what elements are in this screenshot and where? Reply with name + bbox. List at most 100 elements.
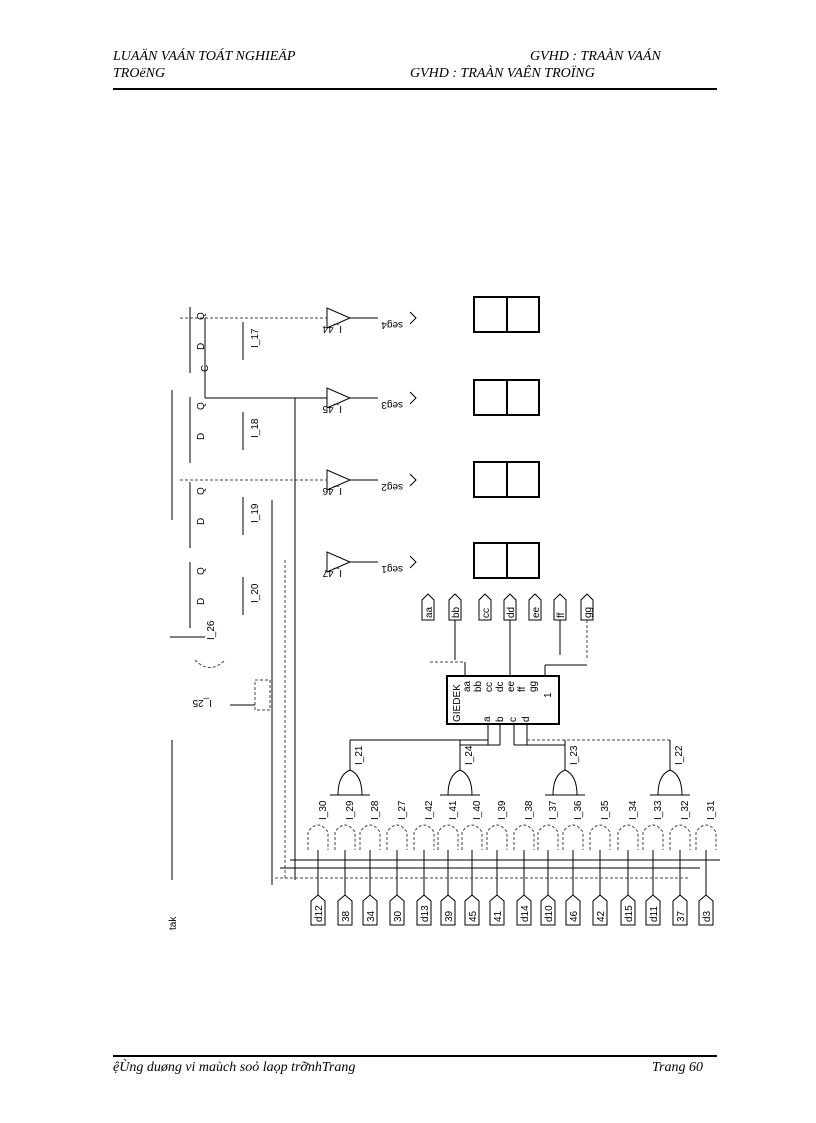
- buffer-label: I_44: [322, 323, 342, 334]
- decoder-port: [503, 593, 517, 621]
- ff-pin-d: D: [196, 343, 207, 350]
- or-gate: [552, 769, 578, 796]
- buffer-gate: [326, 551, 352, 573]
- decoder-input-pin: d: [521, 716, 532, 722]
- buffer-label: I_45: [322, 403, 342, 414]
- or-gate-label: I_22: [674, 745, 685, 765]
- input-label: 42: [596, 910, 607, 922]
- ff-pin-q: Q: [196, 402, 207, 410]
- decoder-port-label: gg: [583, 607, 594, 618]
- and-gate: [589, 824, 611, 850]
- input-port: [672, 894, 688, 926]
- input-label: d12: [314, 905, 325, 922]
- input-port: [645, 894, 661, 926]
- or-gate-label: I_21: [354, 745, 365, 765]
- decoder-name: GIEDEK: [452, 684, 463, 722]
- or-gate: [657, 769, 683, 796]
- decoder-port-label: bb: [451, 606, 462, 618]
- and-gate-label: I_37: [548, 800, 559, 820]
- and-gate: [537, 824, 559, 850]
- input-port: [389, 894, 405, 926]
- or-gate: [337, 769, 363, 796]
- output-port: [409, 311, 417, 325]
- and-gate: [413, 824, 435, 850]
- output-port: [409, 555, 417, 569]
- and-gate: [307, 824, 329, 850]
- input-label: 34: [366, 910, 377, 922]
- output-port: [409, 391, 417, 405]
- gate-box: [254, 679, 271, 711]
- input-port: [565, 894, 581, 926]
- input-label: d3: [702, 910, 713, 922]
- decoder-port-label: aa: [424, 606, 435, 618]
- and-gate: [513, 824, 535, 850]
- input-port: [540, 894, 556, 926]
- decoder-port: [448, 593, 462, 621]
- input-port: [362, 894, 378, 926]
- seg-output-label: seg2: [381, 481, 403, 492]
- buffer-label: I_47: [322, 567, 342, 578]
- decoder-input-pin: b: [495, 716, 506, 722]
- seg-output-label: seg4: [381, 319, 403, 330]
- decoder-input-pin: a: [482, 716, 493, 722]
- input-label: d11: [649, 906, 660, 922]
- or-gate: [447, 769, 473, 796]
- and-gate-label: I_36: [573, 800, 584, 820]
- decoder-input-pin: c: [508, 717, 519, 722]
- input-label: 30: [393, 910, 404, 922]
- decoder-output-pin: ee: [506, 680, 517, 692]
- ff-pin-q: Q: [196, 567, 207, 575]
- input-label: 41: [493, 910, 504, 922]
- input-label: 39: [444, 910, 455, 922]
- and-gate-label: I_31: [706, 800, 717, 820]
- and-gate-label: I_35: [600, 800, 611, 820]
- flipflop-label: I_20: [250, 583, 261, 603]
- flipflop-label: I_18: [250, 418, 261, 438]
- header-rule: [113, 88, 717, 90]
- footer-rule: [113, 1055, 717, 1057]
- and-gate: [669, 824, 691, 850]
- gate-label: I_26: [206, 620, 217, 640]
- gate-label: I_25: [192, 697, 212, 708]
- and-gate: [461, 824, 483, 850]
- decoder-port: [553, 593, 567, 621]
- input-label: d10: [544, 905, 555, 922]
- decoder-block: [446, 675, 560, 725]
- and-gate: [695, 824, 717, 850]
- input-port: [620, 894, 636, 926]
- and-gate-label: I_32: [680, 800, 691, 820]
- ff-pin-q: Q: [196, 312, 207, 320]
- decoder-output-pin: ff: [517, 686, 528, 692]
- input-label: d15: [624, 905, 635, 922]
- input-port: [489, 894, 505, 926]
- flipflop-label: I_19: [250, 503, 261, 523]
- decoder-port-label: ff: [556, 612, 567, 618]
- decoder-output-pin: gg: [528, 681, 539, 692]
- ff-pin-d: D: [196, 598, 207, 605]
- and-gate: [437, 824, 459, 850]
- decoder-pin-1: 1: [543, 692, 554, 698]
- input-port: [516, 894, 532, 926]
- input-label: d14: [520, 905, 531, 922]
- and-gate: [334, 824, 356, 850]
- and-gate: [617, 824, 639, 850]
- header-title-cont: TROëNG: [113, 66, 166, 81]
- decoder-port: [478, 593, 492, 621]
- header-advisor: GVHD : TRAÀN VAÁN: [530, 49, 661, 64]
- and-gate-label: I_38: [524, 800, 535, 820]
- seg-output-label: seg3: [381, 399, 403, 410]
- decoder-port-label: dd: [506, 607, 517, 618]
- and-gate: [386, 824, 408, 850]
- or-gate-label: I_24: [464, 745, 475, 765]
- input-port: [310, 894, 326, 926]
- input-label: 37: [676, 910, 687, 922]
- and-gate: [642, 824, 664, 850]
- input-port: [337, 894, 353, 926]
- buffer-label: I_46: [322, 485, 342, 496]
- input-port: [592, 894, 608, 926]
- ff-pin-d: D: [196, 433, 207, 440]
- page-number: Trang 60: [652, 1060, 703, 1075]
- flipflop-label: I_17: [250, 328, 261, 348]
- header-title: LUAÄN VAÁN TOÁT NGHIEÄP: [113, 49, 296, 64]
